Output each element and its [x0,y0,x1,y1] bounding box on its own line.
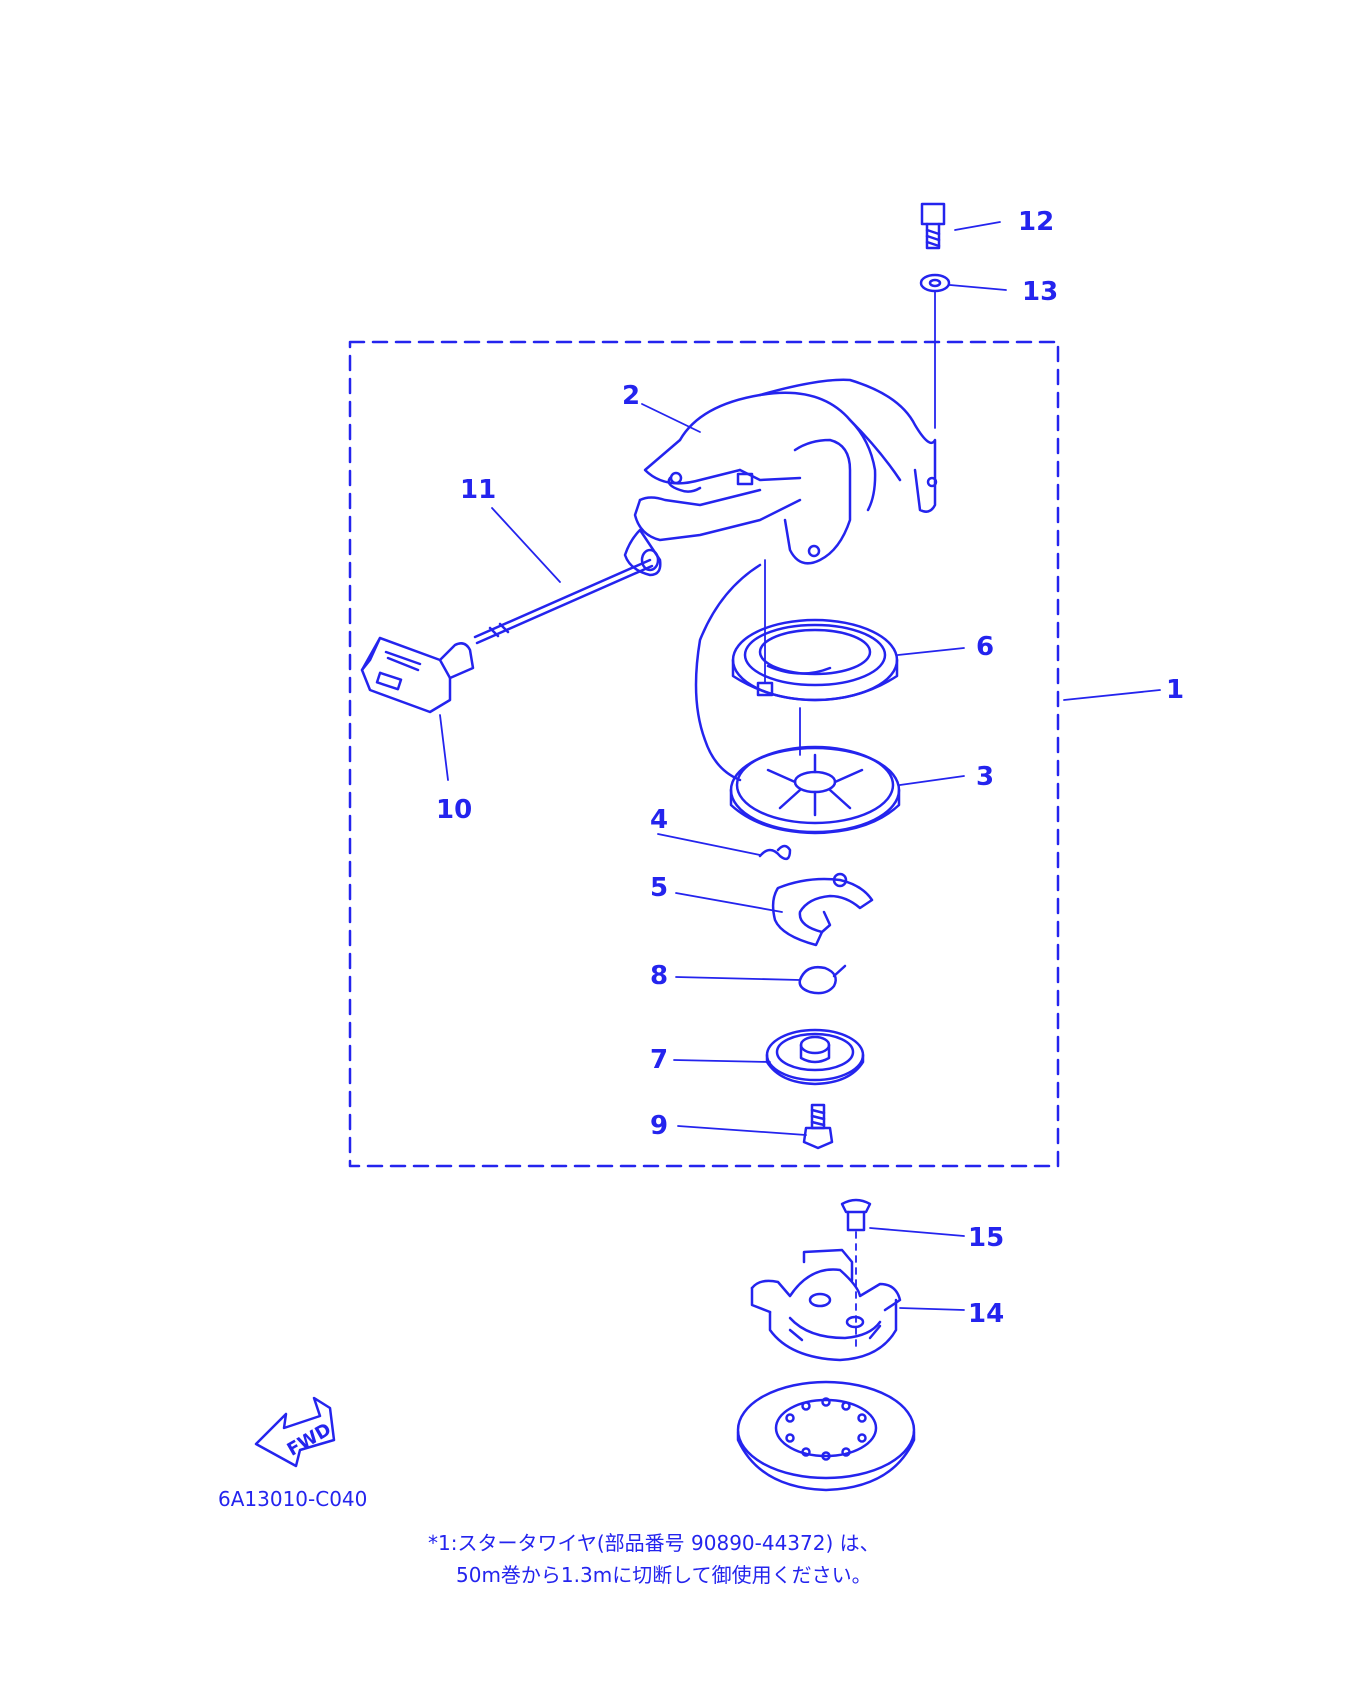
part-7-drive-plate [765,1028,865,1086]
part-3-pulley [729,707,901,835]
callout-4: 4 [650,805,668,835]
callout-9: 9 [650,1111,668,1141]
part-13-washer [919,273,951,429]
part-11-starter-rope [473,528,662,645]
diagram-code: 6A13010-C040 [218,1487,367,1511]
footnote-line-1: *1:スタータワイヤ(部品番号 90890-44372) は、 [428,1531,880,1555]
callout-12: 12 [1018,207,1054,237]
part-8-spring [798,964,847,995]
part-14-starter-drum [750,1248,902,1362]
callout-11: 11 [460,475,496,505]
callout-6: 6 [976,632,994,662]
fwd-arrow-icon: FWD [254,1396,336,1468]
callout-14: 14 [968,1299,1004,1329]
callout-7: 7 [650,1045,668,1075]
part-6-spiral-spring [731,559,899,702]
callout-3: 3 [976,762,994,792]
part-15-screw [840,1198,872,1351]
part-4-spring [758,844,792,861]
part-10-starter-handle [360,636,475,714]
leader-lines [439,221,1161,1311]
callout-13: 13 [1022,277,1058,307]
flywheel-base [736,1380,916,1492]
rope-path [694,563,762,782]
callout-15: 15 [968,1223,1004,1253]
part-2-starter-case [633,378,938,565]
part-12-bolt [920,202,946,250]
footnote-line-2: 50m巻から1.3mに切断して御使用ください。 [456,1563,872,1587]
part-9-bolt [802,1103,834,1150]
callout-1: 1 [1166,675,1184,705]
part-5-drive-pawl [771,872,874,947]
callout-2: 2 [622,381,640,411]
callout-5: 5 [650,873,668,903]
callout-8: 8 [650,961,668,991]
assembly-boundary [348,340,1060,1168]
callout-10: 10 [436,795,472,825]
